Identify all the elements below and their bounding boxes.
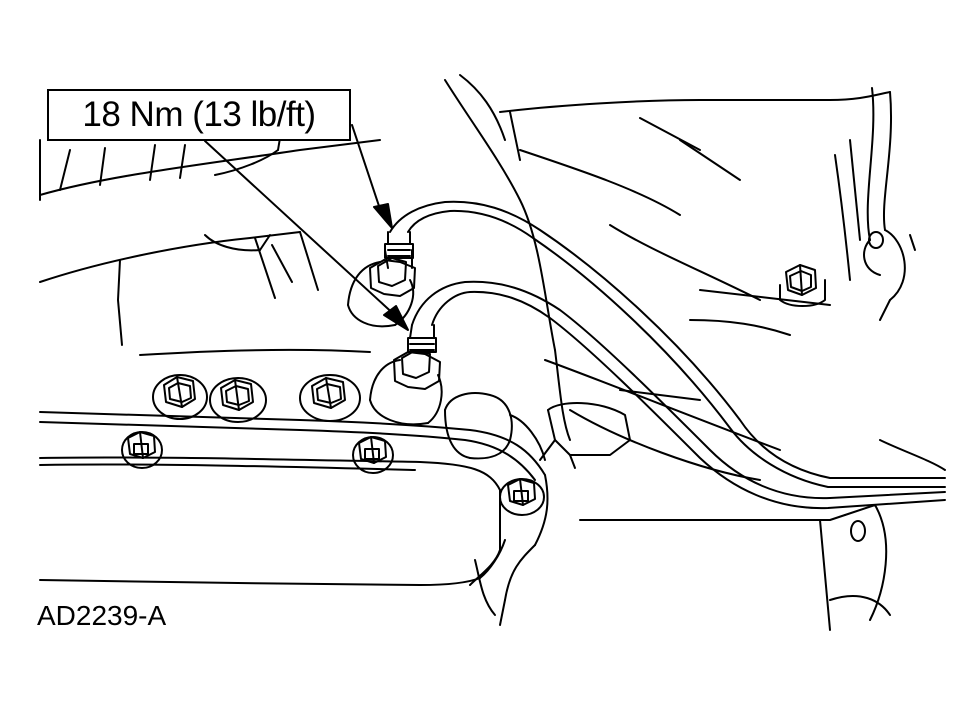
oil-pan <box>40 412 548 625</box>
cooler-line-fitting-lower <box>370 325 442 424</box>
pan-bolt-3 <box>300 375 360 421</box>
transmission-mount-bracket <box>445 393 630 468</box>
callout-leader-lower <box>205 141 408 330</box>
pan-flange-bolt-right <box>500 479 544 515</box>
figure-reference-code: AD2239-A <box>37 600 167 631</box>
engine-block-outline <box>40 138 380 355</box>
pan-bolt-1 <box>153 375 207 419</box>
cooler-line-lower <box>412 282 945 508</box>
transmission-case <box>445 75 945 630</box>
cooler-line-fitting-upper <box>348 232 415 326</box>
cooler-line-upper <box>390 202 945 487</box>
pan-flange-bolt-center <box>353 437 393 473</box>
torque-callout-box: 18 Nm (13 lb/ft) <box>47 89 351 141</box>
callout-leader-upper <box>352 125 392 228</box>
torque-specification-label: 18 Nm (13 lb/ft) <box>82 95 316 134</box>
pan-flange-bolt-left <box>122 432 162 468</box>
pan-bolt-2 <box>210 378 266 422</box>
case-bolt-right <box>780 265 825 306</box>
